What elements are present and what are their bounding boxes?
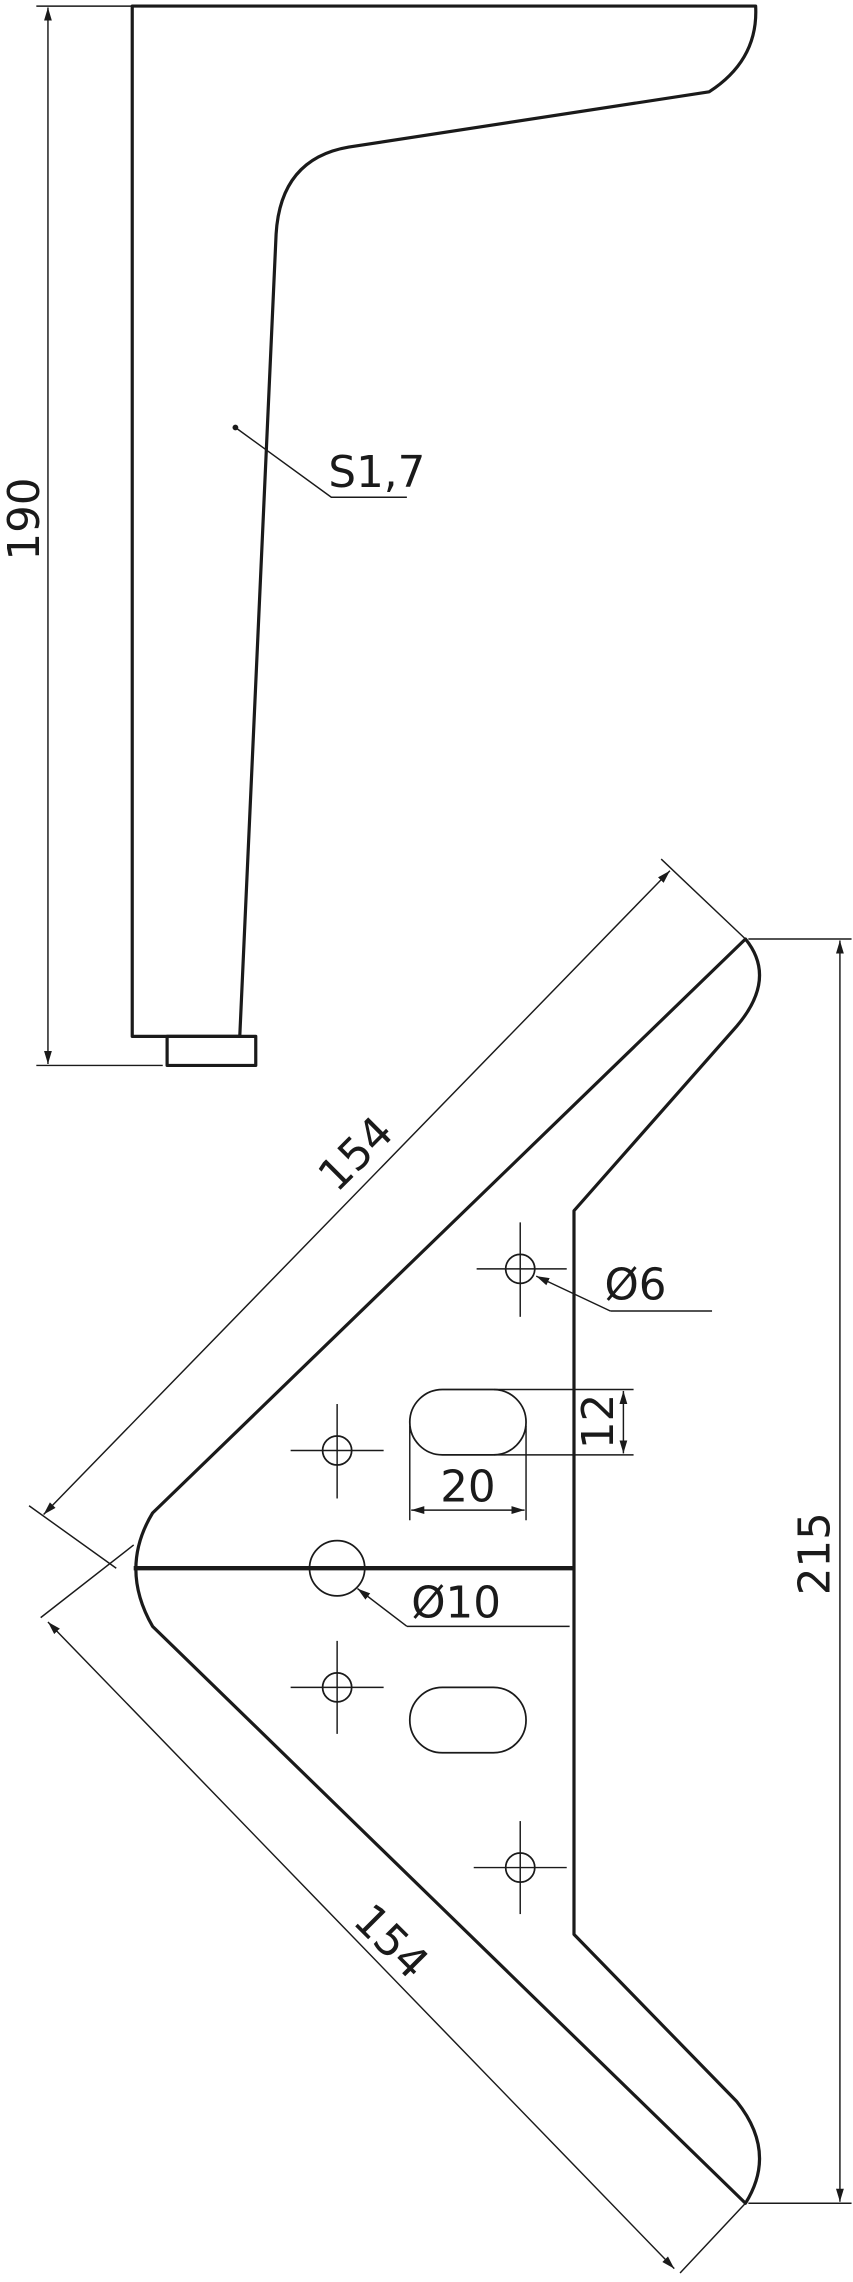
extension-line (660, 858, 746, 940)
small-hole-leader-arrow (535, 1275, 611, 1312)
side-view: 190 S1,7 (0, 4, 758, 1068)
lower-edge-dimension-line (47, 1621, 675, 2270)
slot-width-label: 20 (440, 1462, 495, 1512)
hole-small (476, 1222, 567, 1317)
hole-small (473, 1821, 567, 1915)
height-dimension-label: 190 (0, 477, 50, 560)
leg-outline (130, 4, 758, 1038)
extension-line (40, 1544, 135, 1619)
hole-small (290, 1404, 384, 1499)
leg-foot (165, 1034, 258, 1068)
thickness-leader (234, 426, 407, 498)
hole-large (308, 1539, 366, 1597)
thickness-label: S1,7 (328, 448, 425, 498)
upper-edge-dimension-line (43, 870, 671, 1515)
small-hole-label: Ø6 (605, 1260, 667, 1310)
extension-line (28, 1505, 117, 1569)
large-hole-leader-arrow (357, 1587, 408, 1627)
plate-outline (134, 937, 762, 2205)
slot (408, 1388, 527, 1456)
slot-height-label: 12 (574, 1394, 624, 1449)
plate-view: 154 154 215 12 20 Ø6 Ø10 (28, 858, 852, 2274)
extension-line (679, 2202, 746, 2274)
hole-small (290, 1640, 384, 1734)
large-hole-label: Ø10 (411, 1579, 501, 1629)
upper-edge-label: 154 (309, 1107, 403, 1201)
total-height-label: 215 (791, 1512, 841, 1595)
lower-edge-label: 154 (344, 1895, 438, 1989)
slot (408, 1686, 527, 1754)
